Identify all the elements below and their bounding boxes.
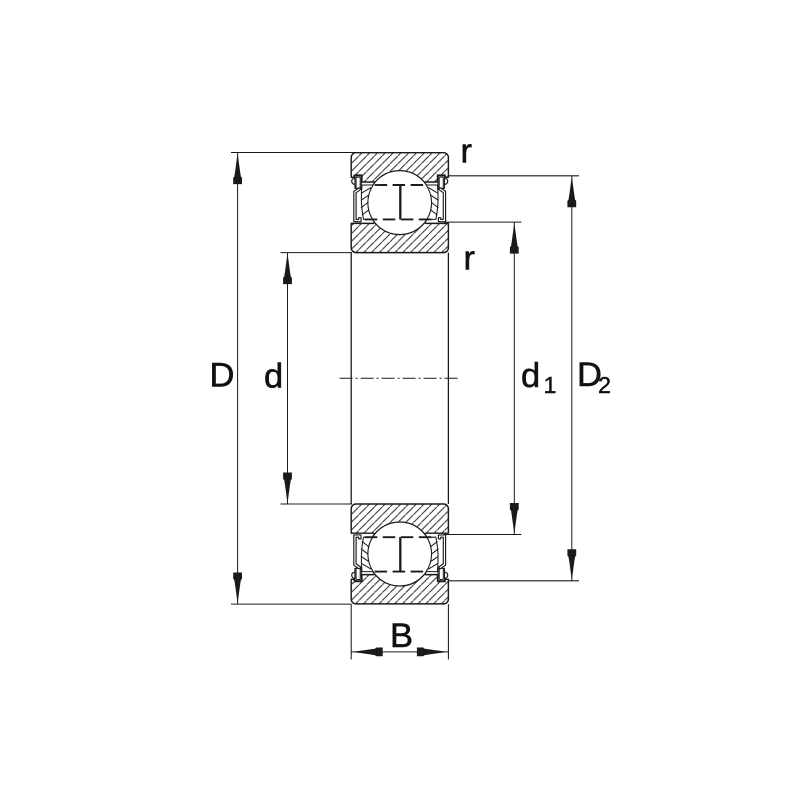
cage-mark-right-top-1 [430,194,439,201]
cage-mark-right-bottom-3 [430,541,438,548]
bearing-section-top [350,151,450,254]
cage-mark-right-bottom-2 [430,548,439,555]
cage-mark-left-top-2 [360,202,369,209]
shield-groove-wall-right-bottom [444,571,449,579]
cage-mark-right-top-3 [430,209,438,216]
shield-hook-channel-left-bottom [355,568,361,580]
cage-mark-right-bottom-1 [430,555,439,563]
cage-mark-right-top-2 [430,202,439,209]
label-B: B [390,617,413,655]
dim-d1-arrow-bottom [509,503,519,535]
dim-d-arrow-bottom [283,472,292,504]
cage-mark-right-bottom-0 [427,563,438,570]
cage-mark-left-bottom-3 [361,541,370,548]
shield-hook-channel-left-top [355,176,361,189]
shield-groove-wall-right-top [444,177,449,185]
label-D2-sub: 2 [598,372,611,398]
dim-D-arrow-top [233,152,242,185]
shield-body-right-top [437,187,447,223]
shield-left-bottom [351,534,362,582]
cage-mark-left-top-0 [361,186,372,194]
shield-body-left-bottom [353,534,362,570]
dimensions [231,151,579,660]
bearing-section-bottom [350,503,450,605]
label-d1-main: d [521,357,540,395]
shield-right-bottom [437,534,449,582]
dim-D2-arrow-top [567,175,577,208]
shield-body-right-bottom [437,534,447,570]
dim-D-arrow-bottom [233,572,242,604]
label-r-outer: r [461,133,473,171]
label-d1-sub: 1 [544,372,557,398]
shield-groove-wall-left-bottom [351,571,355,579]
dimension-labels: D d d 1 D 2 r r B [209,132,611,655]
dim-B-arrow-right [416,647,449,657]
label-D2-main: D [577,356,602,394]
cage-mark-left-bottom-0 [361,563,372,570]
cage-mark-left-top-1 [360,194,370,201]
label-d: d [264,358,283,396]
cage-mark-right-top-0 [427,186,438,194]
dim-d1-arrow-top [509,222,519,254]
dim-B-arrow-left [351,647,383,657]
dim-d-arrow-top [283,252,292,285]
shield-body-left-top [353,187,362,223]
cage-mark-left-top-3 [361,209,370,216]
cage-mark-left-bottom-1 [360,555,370,563]
label-r-inner: r [464,240,476,278]
label-D: D [210,357,235,395]
cage-mark-left-bottom-2 [360,548,369,555]
shield-left-top [351,175,362,223]
shield-hook-channel-right-top [438,176,444,189]
shield-groove-wall-left-top [351,177,355,185]
dim-D2-arrow-bottom [567,549,577,581]
shield-right-top [437,175,449,223]
shield-hook-channel-right-bottom [438,568,444,580]
